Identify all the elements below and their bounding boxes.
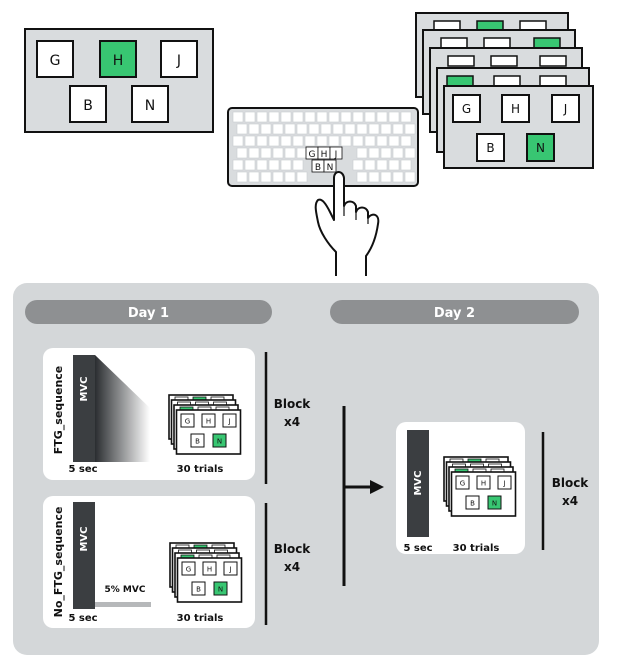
mini-key-b: [190, 433, 205, 448]
mini-key-h: [476, 475, 491, 490]
mini-key-label-n: N: [492, 500, 497, 508]
trials-label-1: 30 trials: [177, 464, 224, 475]
no-ftg-sequence-card: No_FTG_sequence MVC 5% MVC 5 sec G H J B N 3…: [43, 496, 255, 628]
mini-key-label-g: G: [460, 480, 465, 488]
key-j: [160, 40, 198, 78]
key-g-label: G: [50, 53, 61, 69]
mini-key-label-n: N: [217, 438, 222, 446]
main-task-screen: G H J B N: [24, 28, 214, 133]
mini-screen-stack-3: G H J B N: [443, 456, 517, 517]
mini-key-label-h: H: [206, 418, 211, 426]
front-key-j: J: [563, 102, 568, 116]
kbd-key-j: J: [334, 150, 338, 160]
mvc-bar-2: [73, 502, 95, 609]
mini-key-h: [201, 413, 216, 428]
arrow-to-day2: [342, 406, 384, 586]
kbd-key-g: G: [309, 150, 316, 160]
key-h-label: H: [113, 53, 124, 69]
mini-key-j: [222, 413, 237, 428]
duration-label-1: 5 sec: [68, 464, 97, 475]
block-count-2: x4: [284, 560, 300, 574]
hand-icon: [314, 171, 380, 276]
day1-label: Day 1: [128, 306, 169, 321]
low-mvc-label: 5% MVC: [105, 585, 146, 595]
mini-key-label-j: J: [227, 418, 230, 426]
mini-key-label-h: H: [207, 566, 212, 574]
day2-pill: [330, 300, 579, 324]
mini-key-label-h: H: [481, 480, 486, 488]
mini-key-n: [212, 433, 227, 448]
stack-screen-front: G H J B N: [443, 85, 594, 169]
mini-screen-stack-2: G H J B N: [169, 542, 243, 603]
block-count-3: x4: [562, 494, 578, 508]
key-j-label: J: [176, 53, 181, 69]
front-key-b: B: [486, 141, 494, 155]
mvc-label-2: MVC: [79, 526, 90, 551]
duration-label-2: 5 sec: [68, 613, 97, 624]
ftg-sequence-label: FTG_sequence: [52, 366, 65, 455]
trials-label-2: 30 trials: [177, 613, 224, 624]
front-key-n: N: [536, 141, 545, 155]
block-label-1: Block: [274, 397, 312, 411]
kbd-key-h: H: [321, 150, 328, 160]
mini-key-b: [191, 581, 206, 596]
key-h-highlighted: [99, 40, 137, 78]
keyboard-icon: G H J B N: [227, 107, 419, 187]
mvc-label-3: MVC: [413, 470, 424, 495]
key-n: [131, 85, 169, 123]
key-b: [69, 85, 107, 123]
front-key-g: G: [462, 102, 471, 116]
mini-key-label-j: J: [502, 480, 505, 488]
ftg-sequence-card: FTG_sequence MVC 5 sec G H J B N 30 trials: [43, 348, 255, 480]
block-label-3: Block: [552, 476, 590, 490]
key-n-label: N: [145, 98, 155, 114]
mini-key-g: [181, 561, 196, 576]
mvc-bar-3: [407, 430, 429, 537]
mvc-label-1: MVC: [79, 376, 90, 401]
low-mvc-line: [95, 602, 151, 607]
key-b-label: B: [83, 98, 93, 114]
duration-label-3: 5 sec: [403, 543, 432, 554]
day2-card: MVC 5 sec G H J B N 30 trials: [396, 422, 525, 554]
mini-key-label-b: B: [195, 438, 200, 446]
mini-key-n: [487, 495, 502, 510]
mini-screen-stack-1: G H J B N: [168, 394, 242, 455]
mini-key-label-g: G: [185, 418, 190, 426]
mini-key-label-j: J: [228, 566, 231, 574]
kbd-key-b: B: [315, 163, 321, 173]
mini-key-b: [465, 495, 480, 510]
mini-key-label-b: B: [196, 586, 201, 594]
kbd-key-n: N: [327, 163, 334, 173]
trials-label-3: 30 trials: [453, 543, 500, 554]
trial-screen-stack: G H J B N: [415, 12, 594, 169]
mvc-bar-1: [73, 355, 95, 462]
mini-key-g: [180, 413, 195, 428]
key-g: [36, 40, 74, 78]
mini-key-label-b: B: [470, 500, 475, 508]
block-count-1: x4: [284, 415, 300, 429]
block-label-2: Block: [274, 542, 312, 556]
mini-key-label-n: N: [218, 586, 223, 594]
mini-key-j: [497, 475, 512, 490]
mini-key-label-g: G: [186, 566, 191, 574]
mini-key-n: [213, 581, 228, 596]
day1-pill: [25, 300, 272, 324]
front-key-h: H: [511, 102, 520, 116]
mini-key-g: [455, 475, 470, 490]
mini-key-j: [223, 561, 238, 576]
no-ftg-sequence-label: No_FTG_sequence: [52, 507, 65, 618]
fatigue-ramp: [95, 355, 150, 462]
mini-key-h: [202, 561, 217, 576]
day2-label: Day 2: [434, 306, 475, 321]
